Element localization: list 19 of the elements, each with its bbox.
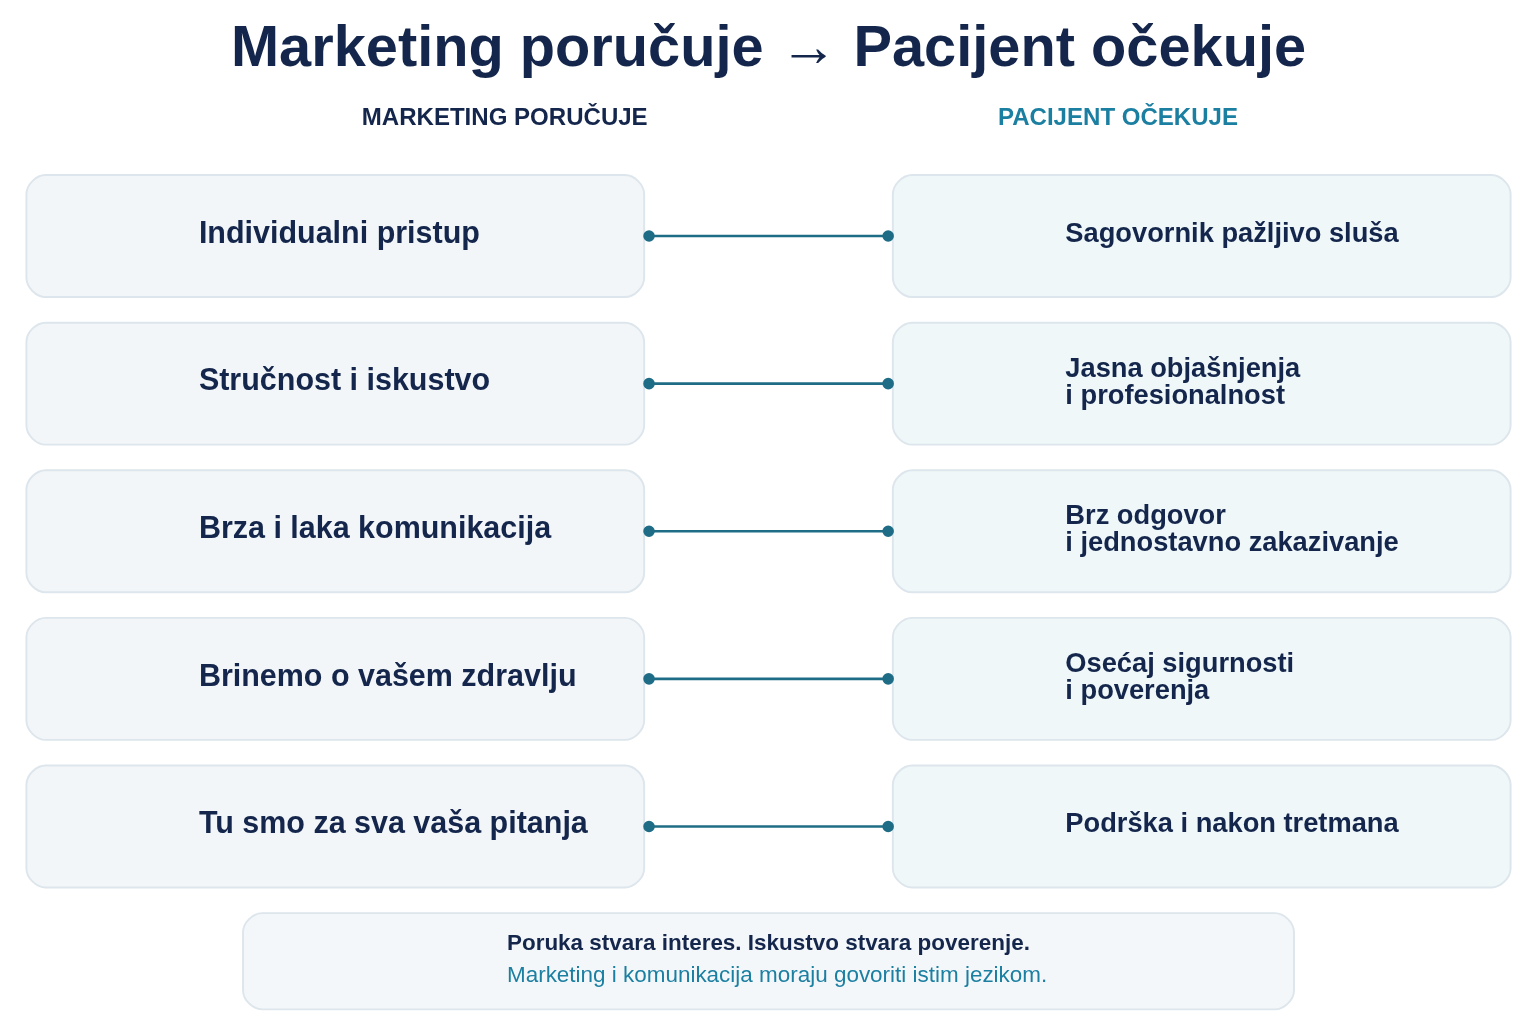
- node-box: Individualni pristup: [24, 174, 645, 298]
- node-box: Stručnost i iskustvo: [24, 321, 645, 446]
- node-box: Brz odgovor i jednostavno zakazivanje: [891, 469, 1512, 594]
- diagram-title: Marketing poručuje → Pacijent očekuje: [230, 13, 1306, 78]
- connector: [642, 820, 894, 833]
- node-box: Osećaj sigurnosti i poverenja: [891, 616, 1512, 741]
- node-box: Podrška i nakon tretmana: [891, 764, 1512, 889]
- label: PACIJENT OČEKUJE: [997, 102, 1238, 130]
- connector: [642, 525, 894, 538]
- connector: [642, 377, 894, 390]
- node-box: Sagovornik pažljivo sluša: [891, 174, 1512, 298]
- label: MARKETING PORUČUJE: [361, 102, 648, 130]
- node-box: Brza i laka komunikacija: [24, 469, 645, 594]
- connector: [642, 673, 894, 685]
- node-box: Tu smo za sva vaša pitanja: [24, 764, 645, 889]
- node-box: Poruka stvara interes. Iskustvo stvara poverenje. Marketing i komunikacija moraju govoriti istim jezikom.: [241, 912, 1295, 1011]
- node-box: Jasna objašnjenja i profesionalnost: [891, 321, 1512, 446]
- connector: [642, 230, 894, 242]
- node-box: Brinemo o vašem zdravlju: [24, 616, 645, 741]
